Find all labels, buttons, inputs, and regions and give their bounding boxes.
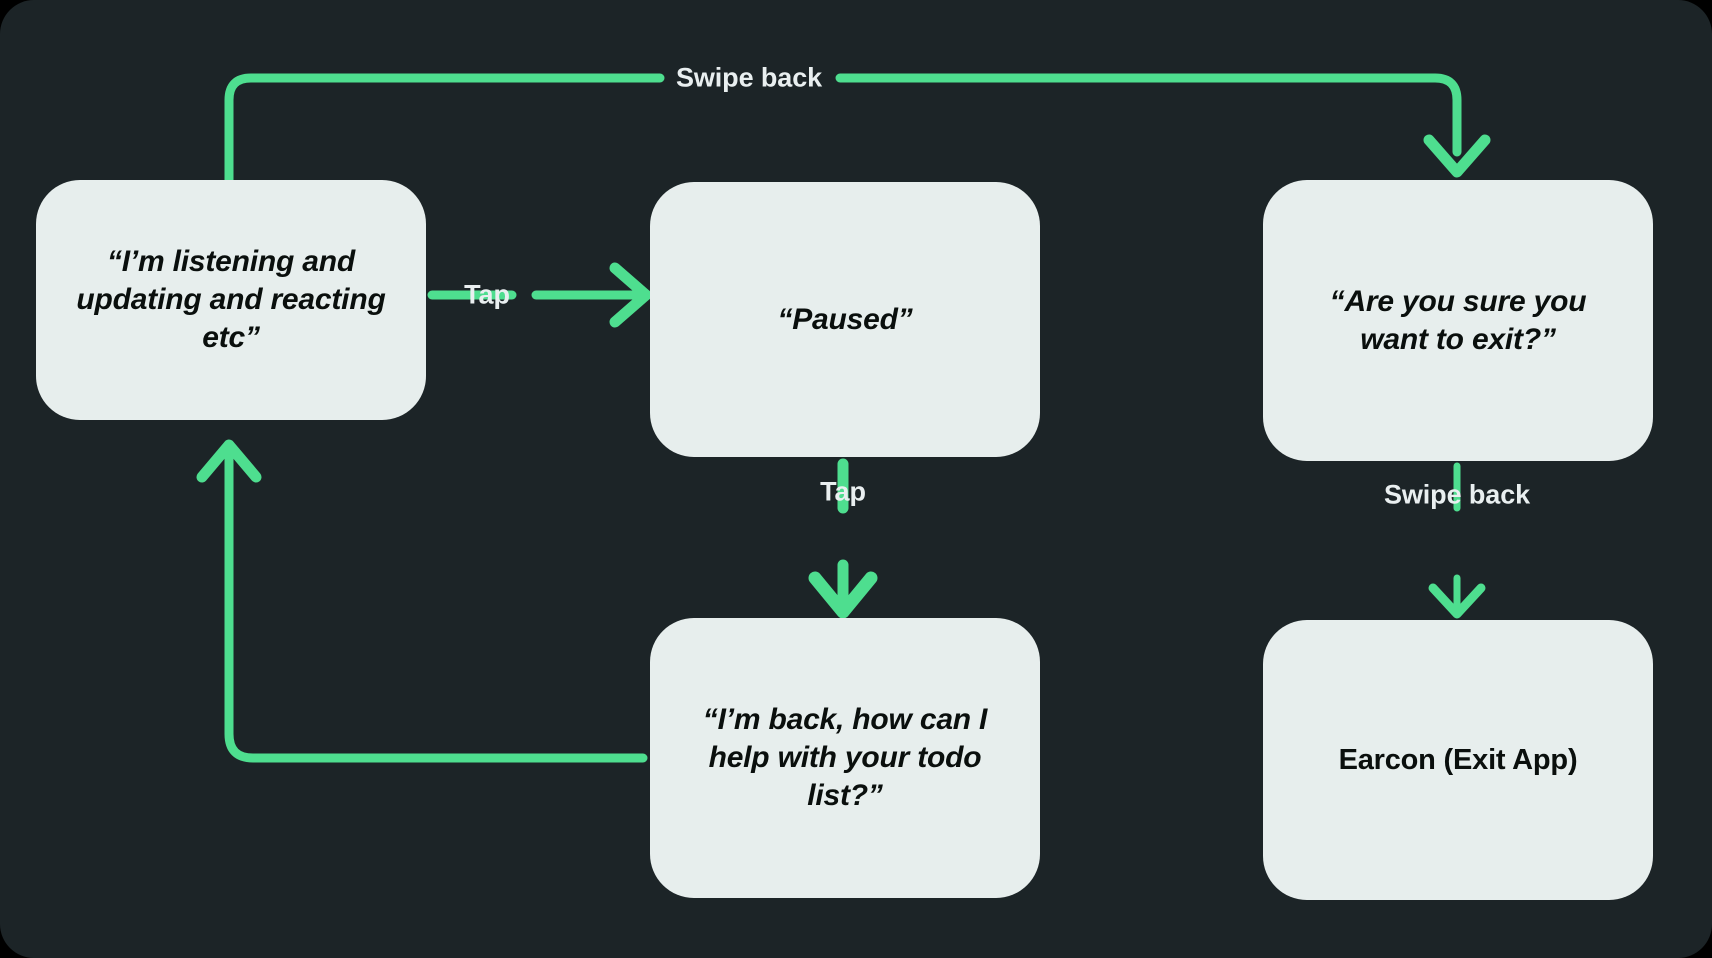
edge-listening-to-paused: [427, 262, 652, 328]
arrowhead-into-im-back: [808, 571, 878, 619]
edge-confirm-exit-to-earcon: [1428, 462, 1486, 619]
node-listening-label: “I’m listening and updating and reacting…: [76, 245, 386, 354]
node-paused[interactable]: “Paused”: [650, 182, 1040, 457]
edge-line-swipe-back-top-right: [835, 73, 1462, 157]
arrowhead-into-earcon: [1428, 583, 1486, 619]
edge-label-swipe-back-right: Swipe back: [1383, 479, 1531, 510]
node-im-back[interactable]: “I’m back, how can I help with your todo…: [650, 618, 1040, 898]
node-confirm-exit-label: “Are you sure you want to exit?”: [1329, 284, 1587, 356]
edge-line-swipe-back-top-left: [224, 73, 665, 185]
edge-im-back-to-listening: [196, 439, 648, 763]
arrowhead-into-listening: [196, 439, 262, 483]
edge-line-loopback: [224, 445, 648, 763]
edge-label-swipe-back-top: Swipe back: [675, 62, 823, 93]
node-earcon-exit-label: Earcon (Exit App): [1338, 743, 1578, 776]
node-listening[interactable]: “I’m listening and updating and reacting…: [36, 180, 426, 420]
edge-label-tap-listening-to-paused: Tap: [464, 279, 510, 310]
node-earcon-exit[interactable]: Earcon (Exit App): [1263, 620, 1653, 900]
node-paused-label: “Paused”: [777, 302, 913, 336]
arrowhead-into-paused: [609, 262, 652, 328]
arrowhead-into-confirm-exit: [1423, 134, 1491, 178]
node-im-back-label: “I’m back, how can I help with your todo…: [702, 703, 988, 812]
edge-paused-to-im-back: [808, 458, 878, 619]
edge-label-tap-paused-to-im-back: Tap: [820, 476, 866, 507]
node-confirm-exit[interactable]: “Are you sure you want to exit?”: [1263, 180, 1653, 461]
edge-paused-to-confirm-exit: [224, 73, 1491, 185]
